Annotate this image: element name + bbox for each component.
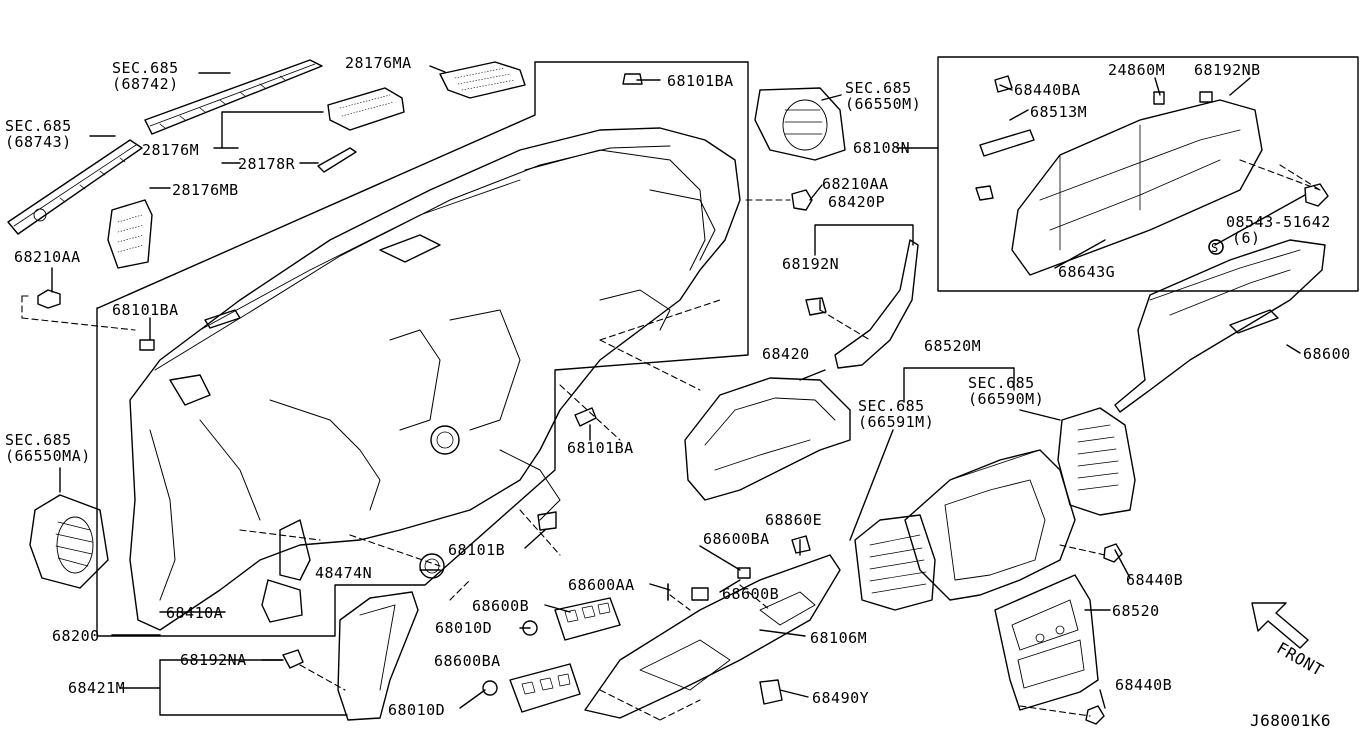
screw-68010D-top (522, 620, 538, 636)
label-68513M: 68513M (1030, 103, 1088, 121)
defroster-strip-68742 (144, 59, 323, 135)
label-68600BA-b: 68600BA (703, 530, 770, 548)
glovebox-inner-68108N (1011, 99, 1263, 276)
lower-cover-68106M (584, 554, 841, 719)
clip-68101BA-left (139, 339, 155, 351)
bracket-68421M (159, 659, 348, 716)
clip-68101BA-top (622, 73, 643, 85)
label-68420P: 68420P (828, 193, 886, 211)
meter-hood-68420 (684, 377, 851, 501)
label-sec685-66591M: SEC.685 (66591M) (858, 397, 935, 431)
label-68200: 68200 (52, 627, 100, 645)
side-cover-68421M (337, 591, 419, 721)
label-68010D-top: 68010D (435, 619, 493, 637)
label-68440B-b: 68440B (1115, 676, 1173, 694)
label-68101BA-mid: 68101BA (567, 439, 634, 457)
part-24860M (1153, 91, 1165, 105)
label-68101BA-left: 68101BA (112, 301, 179, 319)
part-68440BA (994, 75, 1013, 93)
vent-66550MA (29, 494, 109, 589)
label-68440BA: 68440BA (1014, 81, 1081, 99)
label-68600AA: 68600AA (568, 576, 635, 594)
label-68860E: 68860E (765, 511, 823, 529)
label-sec685-68743: SEC.685 (68743) (5, 117, 72, 151)
instrument-panel-68200 (129, 127, 741, 631)
label-68520M: 68520M (924, 337, 982, 355)
clip-68192NA (282, 649, 304, 669)
label-sec685-66550M: SEC.685 (66550M) (845, 79, 922, 113)
label-68643G: 68643G (1058, 263, 1116, 281)
cluster-lid-68520M (904, 449, 1076, 601)
clip-68101BA-mid (574, 407, 597, 427)
clip-68210AA-left (37, 289, 61, 309)
clip-68210AA-right (791, 189, 813, 211)
trim-68420P (834, 239, 919, 369)
vent-66590M (1057, 407, 1136, 516)
label-24860M: 24860M (1108, 61, 1166, 79)
clip-68600B (691, 587, 709, 601)
label-68420: 68420 (762, 345, 810, 363)
label-68600BA-a: 68600BA (434, 652, 501, 670)
speaker-28176M (327, 87, 405, 131)
speaker-grille-28176MA (439, 61, 526, 99)
label-28178R: 28178R (238, 155, 296, 173)
part-68192NB (1199, 91, 1213, 103)
glovebox-inner-group-box (937, 56, 1359, 292)
grommet-48474N (419, 553, 445, 579)
part-68490Y (759, 679, 783, 705)
clip-68192N (805, 297, 827, 316)
label-68192N: 68192N (782, 255, 840, 273)
screw-68010D-bot (482, 680, 498, 696)
audio-panel-68520 (994, 574, 1099, 711)
switch-panel-68600BA (509, 663, 581, 713)
screw-68440B-a (1103, 543, 1123, 563)
label-68210AA-right: 68210AA (822, 175, 889, 193)
label-sec685-66590M: SEC.685 (66590M) (968, 374, 1045, 408)
part-68513M (979, 129, 1035, 157)
glovebox-lid-68600 (1114, 239, 1326, 413)
clip-68600BA (737, 567, 751, 579)
label-28176M: 28176M (142, 141, 200, 159)
clip-68860E (791, 535, 811, 554)
label-sec685-66550MA: SEC.685 (66550MA) (5, 431, 91, 465)
label-68520: 68520 (1112, 602, 1160, 620)
label-68421M: 68421M (68, 679, 126, 697)
label-68010D-bot: 68010D (388, 701, 446, 719)
clip-28178R (317, 147, 357, 173)
screw-68440B-b (1085, 705, 1105, 725)
label-68490Y: 68490Y (812, 689, 870, 707)
s-symbol: S (1211, 241, 1218, 255)
vent-66550M (754, 87, 846, 161)
speaker-28176MB (107, 199, 153, 269)
label-08543-51642: 08543-51642 (1226, 213, 1331, 231)
label-68101B: 68101B (448, 541, 506, 559)
label-68600B-a: 68600B (472, 597, 530, 615)
clip-68101B (537, 511, 557, 531)
label-68106M: 68106M (810, 629, 868, 647)
defroster-strip-68743 (7, 139, 143, 235)
label-68600B-b: 68600B (722, 585, 780, 603)
label-68108N: 68108N (853, 139, 911, 157)
label-68192NA: 68192NA (180, 651, 247, 669)
screw-08543-51642 (1304, 183, 1329, 207)
label-68600: 68600 (1303, 345, 1351, 363)
vent-66591M (854, 514, 936, 611)
label-68192NB: 68192NB (1194, 61, 1261, 79)
diagram-code: J68001K6 (1250, 711, 1332, 730)
switch-panel-68600B (554, 597, 621, 641)
label-08543-qty: (6) (1232, 229, 1261, 247)
label-sec685-68742: SEC.685 (68742) (112, 59, 179, 93)
label-48474N: 48474N (315, 564, 373, 582)
label-68410A: 68410A (166, 604, 224, 622)
panel-68410A (261, 579, 303, 623)
label-28176MA: 28176MA (345, 54, 412, 72)
label-68101BA-top: 68101BA (667, 72, 734, 90)
front-arrow-icon (1251, 602, 1309, 649)
label-68210AA-left: 68210AA (14, 248, 81, 266)
label-28176MB: 28176MB (172, 181, 239, 199)
label-68440B-a: 68440B (1126, 571, 1184, 589)
